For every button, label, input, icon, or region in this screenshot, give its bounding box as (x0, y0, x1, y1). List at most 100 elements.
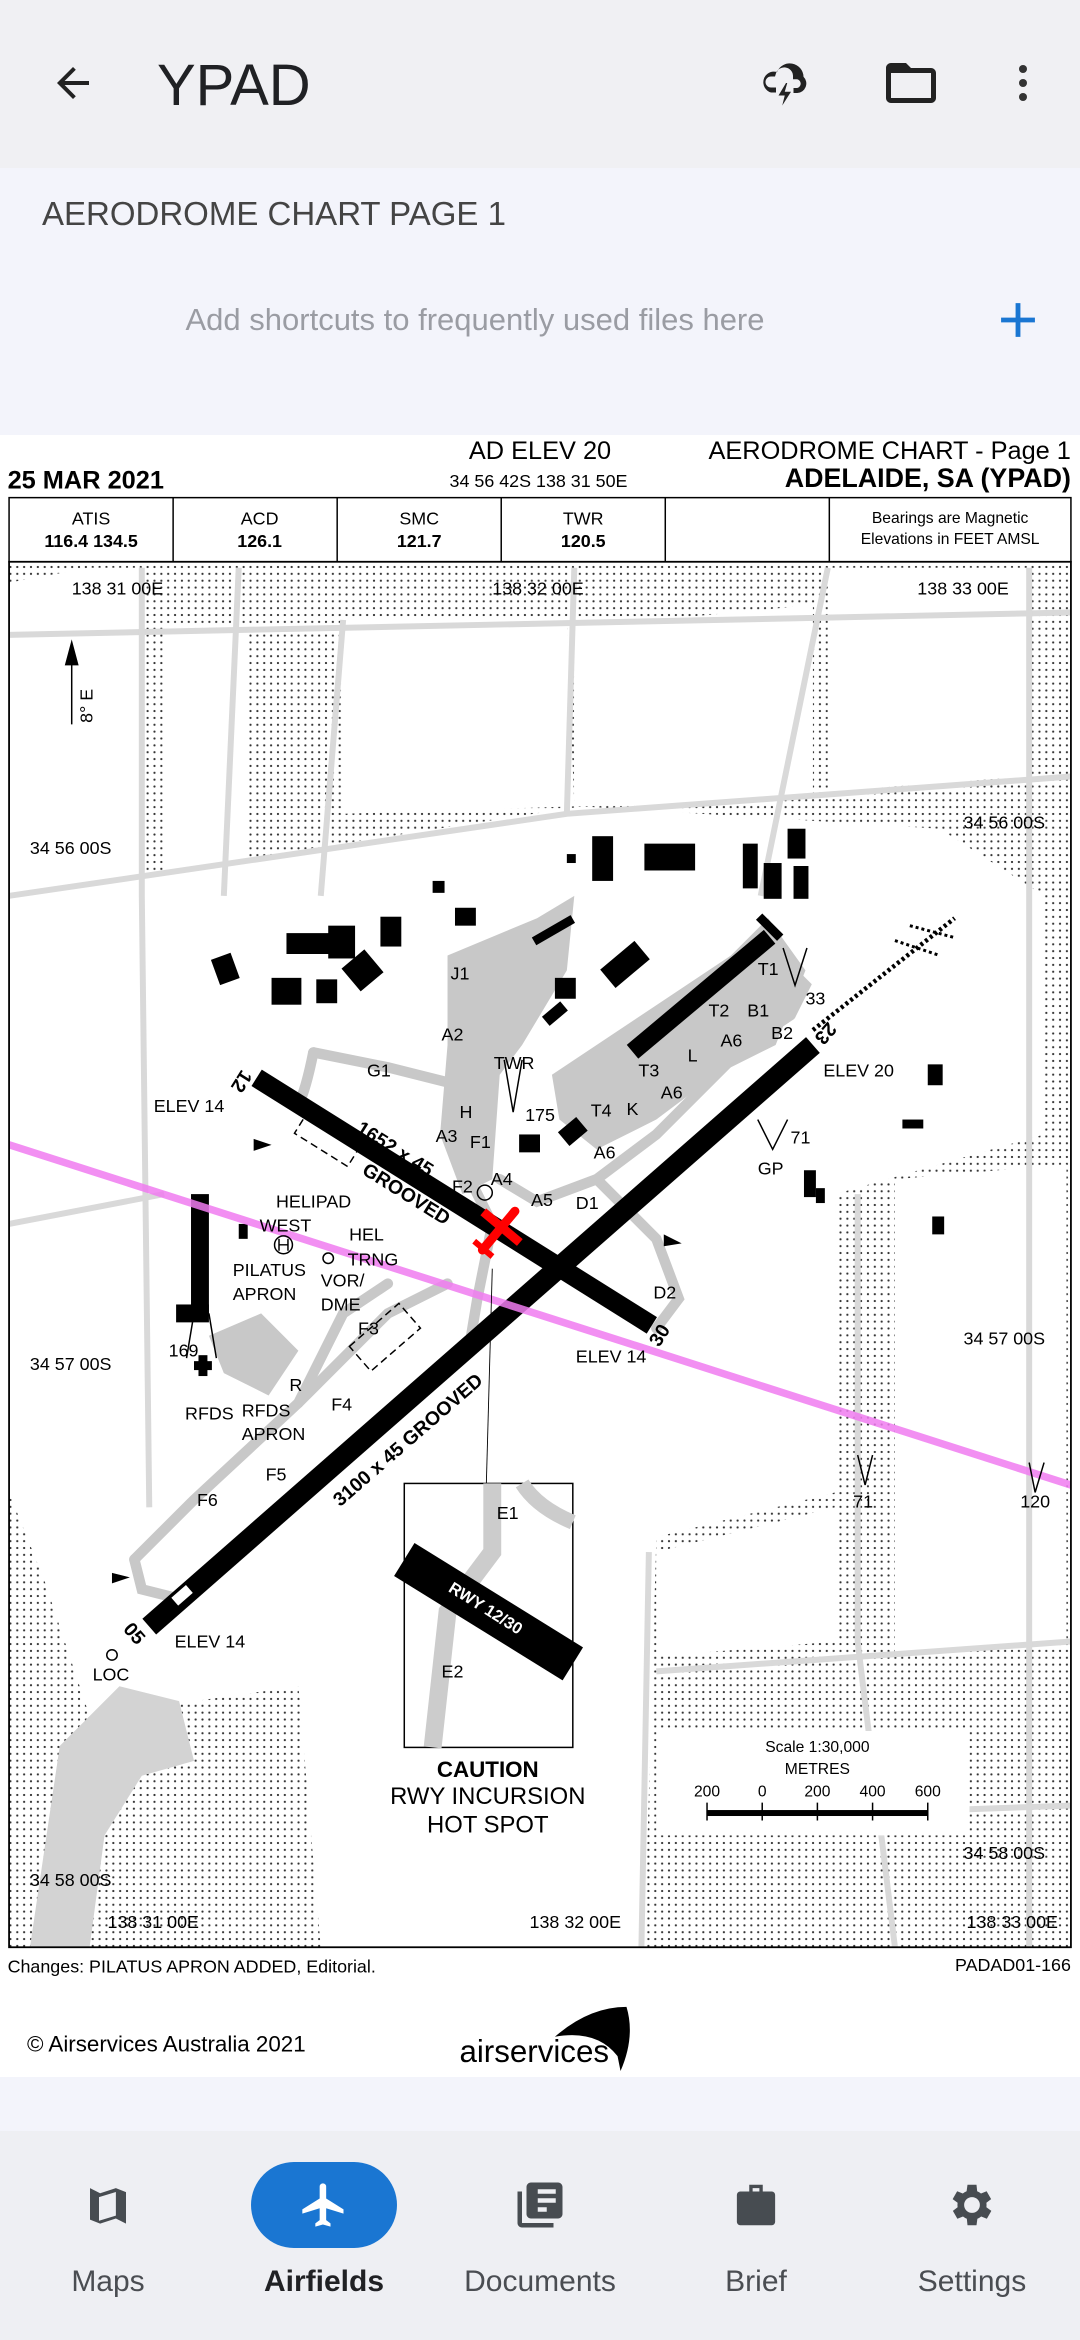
folder-icon (886, 63, 936, 103)
freq-value-acd: 126.1 (237, 531, 282, 551)
hotspot-inset: RWY 12/30 E1 E2 (394, 1479, 584, 1749)
nav-label: Brief (725, 2265, 787, 2298)
vor-dme-symbol (322, 1252, 335, 1265)
aircraft-icon (472, 1206, 523, 1259)
apron-label: RFDS (242, 1400, 291, 1420)
magnetic-variation: 8° E (77, 689, 97, 723)
grid-label: 34 56 00S (30, 838, 112, 858)
plus-icon (1001, 303, 1035, 337)
freq-name-acd: ACD (241, 508, 279, 528)
taxiway-label: D1 (576, 1193, 599, 1213)
north-arrow-icon (64, 639, 79, 725)
freq-name-twr: TWR (563, 508, 604, 528)
nav-documents[interactable]: Documents (432, 2131, 648, 2340)
helipad-h-icon (278, 1238, 289, 1251)
folder-button[interactable] (875, 50, 947, 116)
copyright: © Airservices Australia 2021 (27, 2032, 306, 2057)
apron-label: APRON (242, 1424, 306, 1444)
arp-coordinates: 34 56 42S 138 31 50E (450, 471, 628, 491)
obstacle-height: 120 (1020, 1491, 1050, 1511)
grid-label: 138 31 00E (72, 579, 164, 599)
taxiway-label: T2 (709, 1001, 730, 1021)
scale-bar: Scale 1:30,000 METRES 200 0 200 400 600 (656, 1731, 970, 1836)
taxiway-label: A2 (442, 1024, 464, 1044)
obstacle-height: 33 (805, 989, 825, 1009)
gear-icon (952, 2184, 992, 2226)
localizer-label: LOC (93, 1664, 130, 1684)
back-arrow-icon (57, 67, 89, 99)
obstacle-height: 71 (791, 1127, 811, 1147)
aerodrome-chart[interactable]: AD ELEV 20 25 MAR 2021 34 56 42S 138 31 … (0, 435, 1080, 2077)
freq-value-smc: 121.7 (397, 531, 442, 551)
helipad-symbol (273, 1235, 294, 1255)
nav-brief[interactable]: Brief (648, 2131, 864, 2340)
navaid-label: DME (321, 1294, 361, 1314)
taxiway-label: T4 (591, 1101, 612, 1121)
scale-tick: 600 (915, 1784, 941, 1801)
taxiway-label: B2 (771, 1023, 793, 1043)
chart-id: PADAD01-166 (955, 1955, 1071, 1975)
weather-button[interactable] (750, 50, 822, 116)
grid-label: 34 57 00S (30, 1354, 112, 1374)
glidepath-label: GP (758, 1159, 784, 1179)
grid-label: 138 32 00E (530, 1912, 622, 1932)
nav-icon-container (35, 2162, 181, 2248)
nav-airfields[interactable]: Airfields (216, 2131, 432, 2340)
more-options-button[interactable] (990, 50, 1056, 116)
map-icon (90, 2188, 126, 2224)
chart-date: 25 MAR 2021 (8, 467, 164, 495)
helipad-label: HELIPAD (276, 1192, 351, 1212)
weather-storm-icon (763, 63, 807, 106)
taxiway-label: B1 (747, 1001, 769, 1021)
localizer-symbol (106, 1648, 118, 1661)
nav-settings[interactable]: Settings (864, 2131, 1080, 2340)
taxiway-label: K (626, 1099, 638, 1119)
taxiway-label: R (289, 1375, 302, 1395)
apron-label: PILATUS (233, 1260, 306, 1280)
grid-label: 138 33 00E (967, 1912, 1059, 1932)
taxiway-label: G1 (367, 1060, 391, 1080)
shortcuts-panel: AERODROME CHART PAGE 1 Add shortcuts to … (0, 0, 1080, 435)
airservices-logo: airservices (459, 2006, 630, 2072)
nav-label: Settings (917, 2265, 1027, 2298)
taxiway-label: A6 (661, 1083, 683, 1103)
taxiway-label: T1 (758, 959, 779, 979)
logo-text: airservices (459, 2034, 609, 2069)
nav-icon-container (251, 2162, 397, 2248)
grid-label: 34 58 00S (964, 1843, 1046, 1863)
freq-name-atis: ATIS (72, 508, 110, 528)
hotspot-text: RWY INCURSION (390, 1783, 585, 1810)
hotspot-caution: CAUTION (437, 1757, 539, 1782)
scale-unit: METRES (785, 1761, 850, 1778)
freq-value-twr: 120.5 (561, 531, 606, 551)
taxiway-label: A6 (594, 1142, 616, 1162)
grid-label: 138 33 00E (917, 579, 1009, 599)
nav-label: Maps (71, 2265, 145, 2298)
nav-icon-container (467, 2162, 613, 2248)
threshold-elevation: ELEV 20 (823, 1060, 894, 1080)
taxiway-label: F2 (452, 1177, 473, 1197)
taxiway-label: F5 (266, 1464, 287, 1484)
chart-canvas[interactable]: AD ELEV 20 25 MAR 2021 34 56 42S 138 31 … (0, 435, 1080, 2077)
scale-text: Scale 1:30,000 (765, 1739, 870, 1756)
tower-label: TWR (494, 1053, 535, 1073)
taxiway-label: A5 (531, 1190, 553, 1210)
frequency-table (8, 496, 1072, 563)
page-title: YPAD (157, 53, 311, 118)
nav-icon-container (899, 2162, 1045, 2248)
ad-elevation: AD ELEV 20 (469, 437, 611, 465)
hotspot-text: HOT SPOT (427, 1811, 549, 1838)
nav-maps[interactable]: Maps (0, 2131, 216, 2340)
more-vert-icon (1019, 65, 1027, 101)
taxiway-label: F3 (358, 1318, 379, 1338)
shortcuts-background (0, 168, 1080, 435)
grid-label: 34 57 00S (964, 1329, 1046, 1349)
add-shortcut-button[interactable] (980, 282, 1056, 358)
threshold-elevation: ELEV 14 (175, 1631, 246, 1651)
grid-label: 34 56 00S (964, 813, 1046, 833)
taxiway-label: H (459, 1102, 472, 1122)
back-button[interactable] (40, 50, 106, 116)
freq-value-atis: 116.4 134.5 (44, 531, 138, 551)
chart-page-title: AERODROME CHART - Page 1 (708, 437, 1070, 465)
taxiway-label: F6 (197, 1490, 218, 1510)
